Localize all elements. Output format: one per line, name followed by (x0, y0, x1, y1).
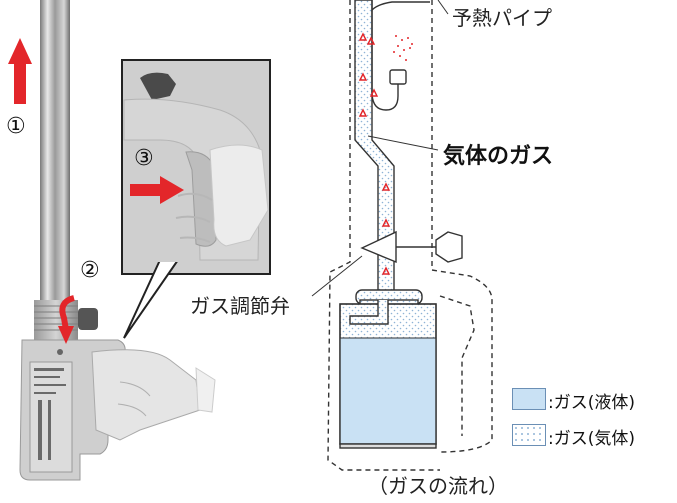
legend-liquid-swatch (512, 388, 546, 410)
flow-caption: （ガスの流れ） (368, 474, 508, 498)
gas-vapor-label: 気体のガス (443, 144, 554, 169)
inset-callout (121, 59, 271, 339)
leader-lines (311, 0, 449, 297)
right-arrow-icon (130, 176, 184, 204)
step-3-marker: ③ (134, 146, 154, 171)
legend-liquid-label: :ガス(液体) (548, 393, 635, 413)
preheat-pipe-label: 予熱パイプ (452, 6, 552, 30)
torch-photo (19, 0, 216, 481)
rotate-arrow-icon (58, 295, 75, 344)
up-arrow-icon (8, 38, 32, 104)
step-2-marker: ② (80, 258, 100, 283)
step-1-marker: ① (6, 114, 26, 139)
flow-markers (358, 32, 391, 275)
flame-spray (393, 35, 413, 61)
legend-vapor-label: :ガス(気体) (548, 429, 635, 449)
gas-valve-label: ガス調節弁 (190, 294, 290, 318)
legend-vapor-swatch (512, 424, 546, 446)
gas-flow-schematic (327, 0, 493, 471)
